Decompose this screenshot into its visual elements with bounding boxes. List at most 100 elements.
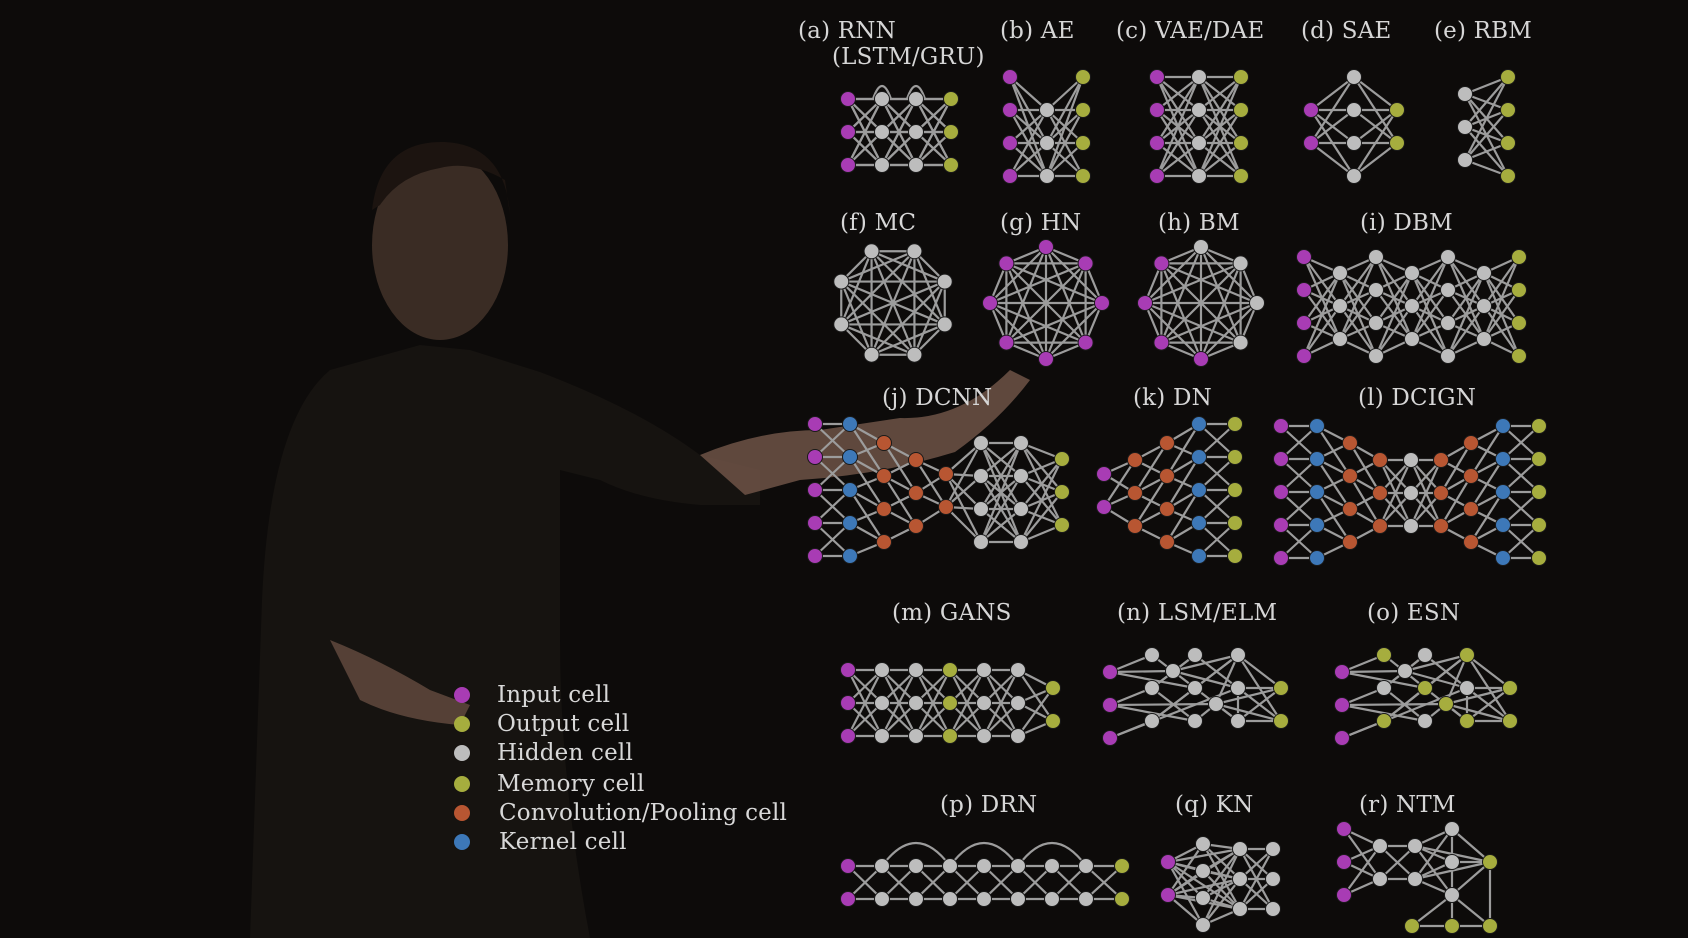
dcign-edge: [1502, 458, 1540, 493]
lsm-hidden-cell: [1230, 713, 1246, 729]
rbm-output-cell: [1500, 135, 1516, 151]
lsm-input-cell: [1102, 664, 1118, 680]
esn-edge: [1341, 670, 1426, 690]
label-esn: (o) ESN: [1367, 600, 1461, 626]
drn-input-cell: [840, 858, 856, 874]
dn-edge: [1166, 423, 1200, 477]
dn-edge: [1198, 489, 1236, 524]
dcign-edge: [1280, 524, 1318, 559]
dbm-edge: [1303, 272, 1341, 324]
dbm-hidden-cell: [1404, 298, 1420, 314]
label-hn: (g) HN: [1000, 210, 1082, 236]
dcnn-convolution-cell: [938, 466, 954, 482]
esn-output-cell: [1376, 713, 1392, 729]
label-gans: (m) GANS: [892, 600, 1012, 626]
bm-edge: [1160, 262, 1203, 360]
ae-hidden-cell: [1039, 135, 1055, 151]
dbm-edge: [1447, 272, 1485, 324]
dcign-convolution-cell: [1372, 485, 1388, 501]
esn-hidden-cell: [1417, 713, 1433, 729]
dbm-edge: [1411, 289, 1449, 340]
mc-hidden-cell: [906, 346, 923, 363]
gans-edge: [915, 669, 951, 737]
dcign-edge: [1470, 425, 1504, 477]
dbm-edge: [1411, 256, 1449, 307]
rnn-hidden-cell: [908, 124, 924, 140]
ae-edge: [1009, 109, 1048, 144]
dcign-input-cell: [1273, 550, 1289, 566]
dcnn-convolution-cell: [908, 518, 924, 534]
lsm-hidden-cell: [1165, 663, 1181, 679]
dbm-hidden-cell: [1440, 315, 1456, 331]
kn-hidden-cell: [1232, 841, 1248, 857]
dcign-input-cell: [1273, 517, 1289, 533]
esn-edge: [1404, 669, 1468, 690]
ntm-output-cell: [1482, 918, 1498, 934]
dcnn-hidden-cell: [1013, 534, 1029, 550]
esn-edge: [1341, 686, 1468, 740]
drn-hidden-cell: [1010, 858, 1026, 874]
drn-hidden-cell: [976, 858, 992, 874]
legend-kernel-label: Kernel cell: [499, 829, 627, 855]
lsm-edge: [1214, 654, 1240, 705]
hn-edge: [1005, 262, 1103, 305]
hn-edge: [989, 302, 1047, 360]
dcnn-kernel-cell: [842, 515, 858, 531]
vae-hidden-cell: [1191, 69, 1207, 85]
esn-output-cell: [1376, 647, 1392, 663]
sae-edge: [1353, 109, 1398, 177]
drn-hidden-cell: [874, 891, 890, 907]
ae-edge: [1046, 76, 1084, 111]
mc-edge: [840, 280, 916, 356]
dcign-hidden-cell: [1403, 518, 1419, 534]
lsm-edge: [1109, 703, 1196, 723]
dn-edge: [1103, 459, 1136, 508]
dcnn-convolution-cell: [876, 468, 892, 484]
label-ae: (b) AE: [1000, 18, 1075, 44]
dbm-output-cell: [1511, 249, 1527, 265]
vae-output-cell: [1233, 102, 1249, 118]
bm-input-cell: [1193, 351, 1209, 367]
label-kn: (q) KN: [1175, 792, 1254, 818]
dcign-edge: [1502, 425, 1540, 460]
dcnn-kernel-cell: [842, 482, 858, 498]
dn-output-cell: [1227, 449, 1243, 465]
dcign-kernel-cell: [1309, 418, 1325, 434]
dbm-hidden-cell: [1368, 348, 1384, 364]
vae-edge: [1198, 142, 1242, 177]
esn-hidden-cell: [1397, 663, 1413, 679]
esn-edge: [1341, 702, 1447, 707]
drn-hidden-cell: [942, 891, 958, 907]
bm-input-cell: [1153, 334, 1170, 351]
dcnn-kernel-cell: [842, 548, 858, 564]
hn-input-cell: [998, 334, 1015, 351]
dbm-edge: [1375, 272, 1413, 324]
ntm-hidden-cell: [1444, 821, 1460, 837]
lsm-hidden-cell: [1144, 647, 1160, 663]
mc-hidden-cell: [936, 316, 953, 333]
dn-convolution-cell: [1159, 534, 1175, 550]
dcnn-edge: [980, 442, 1022, 477]
hn-input-cell: [1077, 255, 1094, 272]
ntm-output-cell: [1482, 854, 1498, 870]
rbm-output-cell: [1500, 102, 1516, 118]
dcign-convolution-cell: [1463, 468, 1479, 484]
ntm-edge: [1451, 861, 1491, 896]
sae-edge: [1310, 76, 1355, 144]
kn-hidden-cell: [1195, 890, 1211, 906]
sae-edge: [1310, 76, 1355, 111]
bm-hidden-cell: [1249, 295, 1265, 311]
kn-input-cell: [1160, 854, 1176, 870]
drn-hidden-cell: [1010, 891, 1026, 907]
lsm-input-cell: [1102, 730, 1118, 746]
label-mc: (f) MC: [840, 210, 917, 236]
vae-edge: [1197, 76, 1243, 177]
rnn-hidden-cell: [874, 124, 890, 140]
kn-edge: [1167, 877, 1241, 897]
hn-input-cell: [1077, 334, 1094, 351]
dcign-kernel-cell: [1309, 451, 1325, 467]
kn-edge: [1167, 861, 1241, 910]
ae-output-cell: [1075, 102, 1091, 118]
drn-hidden-cell: [976, 891, 992, 907]
